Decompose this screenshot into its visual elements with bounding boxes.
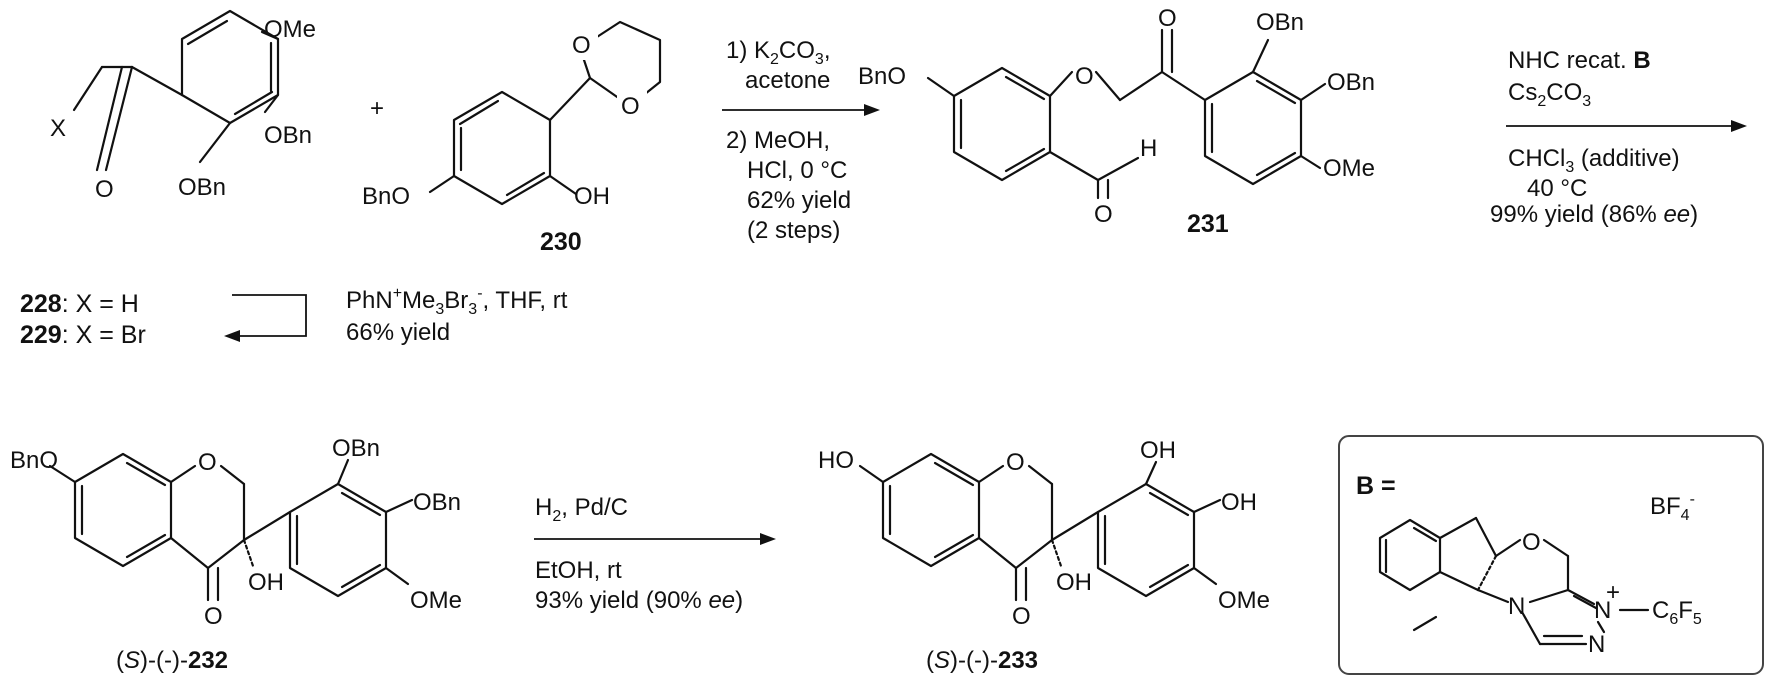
- cond-step1-line6: (2 steps): [747, 217, 840, 244]
- compound-233: HO O OH OH O OH OMe (S)-(-)-233: [818, 437, 1270, 674]
- atom-o-ketone: O: [95, 176, 114, 203]
- compound-232: BnO O OBn OBn O OH OMe (S)-(-)-232: [10, 435, 462, 674]
- atom-o-aldehyde: O: [1094, 201, 1113, 228]
- charge-plus: +: [1606, 579, 1620, 606]
- atom-o-dioxane-2: O: [621, 93, 640, 120]
- cond-step1-line2: acetone: [745, 67, 830, 94]
- atom-o-dioxane-1: O: [572, 32, 591, 59]
- atom-bno: BnO: [362, 183, 410, 210]
- atom-x: X: [50, 115, 66, 142]
- atom-bno: BnO: [10, 447, 58, 474]
- compound-230: O O BnO OH 230: [362, 20, 662, 256]
- atom-o-ether: O: [1075, 63, 1094, 90]
- cond-bromination-line1: PhN+Me3Br3-, THF, rt: [346, 285, 568, 318]
- atom-ome: OMe: [1323, 155, 1375, 182]
- cond-step1-line1: 1) K2CO3,: [726, 37, 831, 68]
- atom-ome: OMe: [1218, 587, 1270, 614]
- atom-o-ketone: O: [1012, 603, 1031, 630]
- atom-ho: HO: [818, 447, 854, 474]
- cond-step2-line3: CHCl3 (additive): [1508, 145, 1680, 176]
- cond-step3-line3: 93% yield (90% ee): [535, 587, 743, 614]
- cond-step1-line5: 62% yield: [747, 187, 851, 214]
- atom-o-ring: O: [1006, 449, 1025, 476]
- atom-obn-3: OBn: [413, 489, 461, 516]
- compound-number-230: 230: [540, 228, 582, 256]
- atom-o: O: [1522, 529, 1541, 556]
- cond-step2-line4: 40 °C: [1527, 175, 1587, 202]
- step-1: 1) K2CO3, acetone 2) MeOH, HCl, 0 °C 62%…: [722, 37, 880, 244]
- plus-sign: +: [370, 95, 384, 122]
- atom-n-plus: N: [1594, 597, 1611, 624]
- bromination-step: 228: X = H 229: X = Br PhN+Me3Br3-, THF,…: [20, 285, 568, 349]
- atom-bno: BnO: [858, 63, 906, 90]
- cond-step2-line5: 99% yield (86% ee): [1490, 201, 1698, 228]
- compound-label-233: (S)-(-)-233: [926, 647, 1038, 674]
- atom-oh: OH: [574, 183, 610, 210]
- cond-step1-line3: 2) MeOH,: [726, 127, 830, 154]
- compound-number-231: 231: [1187, 210, 1229, 238]
- atom-obn-2: OBn: [332, 435, 380, 462]
- atom-oh-3: OH: [1221, 489, 1257, 516]
- atom-obn-3: OBn: [1327, 69, 1375, 96]
- cond-step1-line4: HCl, 0 °C: [747, 157, 847, 184]
- catalyst-b-box: [1338, 435, 1764, 675]
- cond-step2-line1: NHC recat. B: [1508, 47, 1651, 74]
- catalyst-b-panel: B = O BF4- N N + N C6F5: [1338, 435, 1764, 675]
- atom-obn-2: OBn: [1256, 9, 1304, 36]
- catalyst-b-label: B =: [1356, 472, 1396, 500]
- atom-n-bridge: N: [1508, 593, 1525, 620]
- atom-oh-tertiary: OH: [1056, 569, 1092, 596]
- atom-o-ketone: O: [204, 603, 223, 630]
- counterion-bf4: BF4-: [1650, 491, 1695, 524]
- compound-number-228: 228: X = H: [20, 290, 139, 318]
- cond-bromination-line2: 66% yield: [346, 319, 450, 346]
- group-c6f5: C6F5: [1652, 597, 1702, 628]
- atom-ome: OMe: [264, 16, 316, 43]
- atom-h-aldehyde: H: [1140, 135, 1157, 162]
- atom-o-ring: O: [198, 449, 217, 476]
- compound-231: BnO O O OBn OBn OMe H O 231: [858, 5, 1375, 238]
- compound-number-229: 229: X = Br: [20, 321, 146, 349]
- compound-label-232: (S)-(-)-232: [116, 647, 228, 674]
- cond-step3-line1: H2, Pd/C: [535, 494, 628, 525]
- cond-step3-line2: EtOH, rt: [535, 557, 622, 584]
- atom-obn-3: OBn: [264, 122, 312, 149]
- step-3: H2, Pd/C EtOH, rt 93% yield (90% ee): [534, 494, 776, 614]
- step-2: NHC recat. B Cs2CO3 CHCl3 (additive) 40 …: [1490, 47, 1747, 228]
- atom-n-ring: N: [1588, 631, 1605, 658]
- cond-step2-line2: Cs2CO3: [1508, 79, 1591, 110]
- atom-oh-2: OH: [1140, 437, 1176, 464]
- atom-oh: OH: [248, 569, 284, 596]
- atom-ome: OMe: [410, 587, 462, 614]
- atom-o-ketone: O: [1158, 5, 1177, 32]
- atom-obn-2: OBn: [178, 174, 226, 201]
- compound-228: X O OMe OBn OBn: [50, 9, 316, 203]
